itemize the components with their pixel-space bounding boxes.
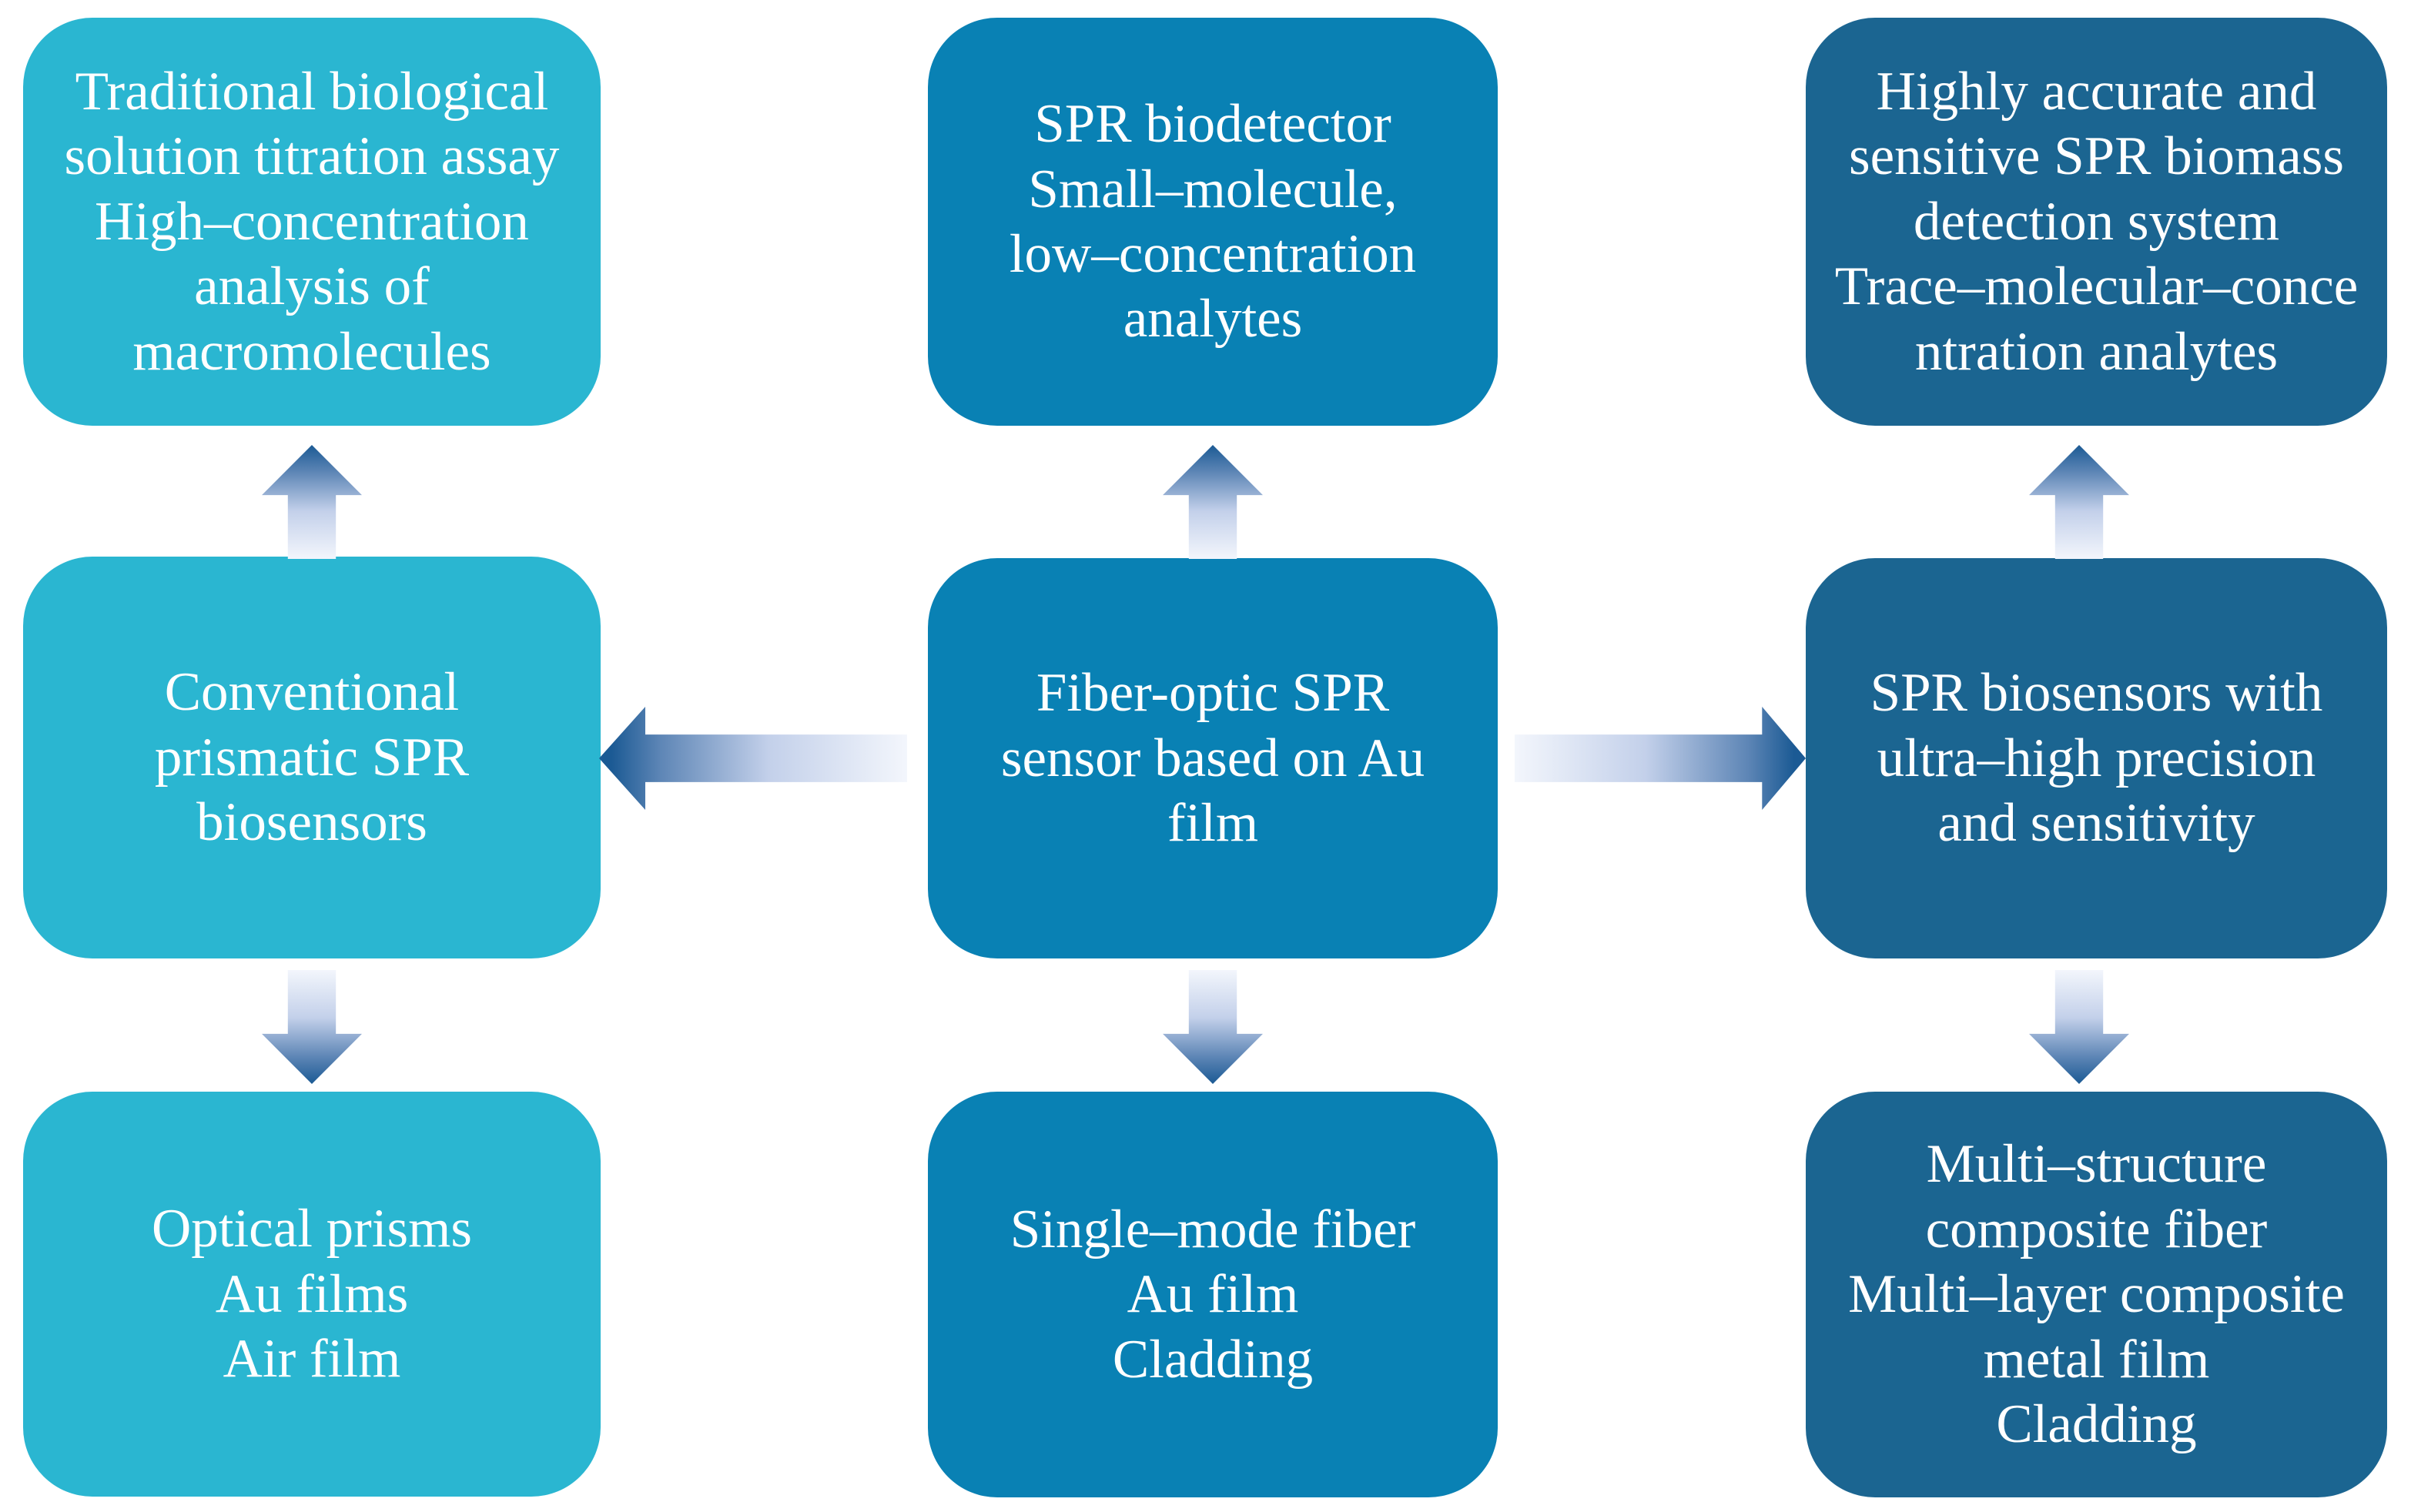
box-prismatic-biosensors-text: Conventional prismatic SPR biosensors: [154, 662, 470, 853]
box-traditional-assay-text: Traditional biological solution titratio…: [64, 61, 560, 382]
box-multi-structure-fiber-text: Multi–structure composite fiber Multi–la…: [1848, 1134, 2345, 1455]
box-optical-prisms: Optical prisms Au films Air film: [23, 1092, 601, 1497]
box-biomass-detection-system-text: Highly accurate and sensitive SPR biomas…: [1834, 61, 2359, 382]
box-multi-structure-fiber: Multi–structure composite fiber Multi–la…: [1806, 1092, 2387, 1497]
box-ultra-high-precision-biosensors: SPR biosensors with ultra–high precision…: [1806, 558, 2387, 958]
box-optical-prisms-text: Optical prisms Au films Air film: [151, 1199, 473, 1390]
box-single-mode-fiber-text: Single–mode fiber Au film Cladding: [1010, 1199, 1416, 1390]
up-arrow-left-column: [262, 445, 362, 559]
up-arrow-center-column: [1163, 445, 1263, 559]
down-arrow-center-column: [1163, 970, 1263, 1084]
box-fiber-optic-spr-sensor-text: Fiber-optic SPR sensor based on Au film: [1000, 663, 1425, 854]
down-arrow-right-column: [2029, 970, 2129, 1084]
box-spr-biodetector-text: SPR biodetector Small–molecule, low–conc…: [1009, 94, 1417, 350]
up-arrow-right-column: [2029, 445, 2129, 559]
box-biomass-detection-system: Highly accurate and sensitive SPR biomas…: [1806, 18, 2387, 426]
left-arrow-to-prismatic-box: [599, 707, 907, 810]
box-traditional-assay: Traditional biological solution titratio…: [23, 18, 601, 426]
down-arrow-left-column: [262, 970, 362, 1084]
box-single-mode-fiber: Single–mode fiber Au film Cladding: [928, 1092, 1498, 1497]
box-fiber-optic-spr-sensor: Fiber-optic SPR sensor based on Au film: [928, 558, 1498, 958]
box-prismatic-biosensors: Conventional prismatic SPR biosensors: [23, 557, 601, 958]
box-ultra-high-precision-biosensors-text: SPR biosensors with ultra–high precision…: [1870, 663, 2323, 854]
right-arrow-to-precision-box: [1515, 707, 1806, 810]
box-spr-biodetector: SPR biodetector Small–molecule, low–conc…: [928, 18, 1498, 426]
